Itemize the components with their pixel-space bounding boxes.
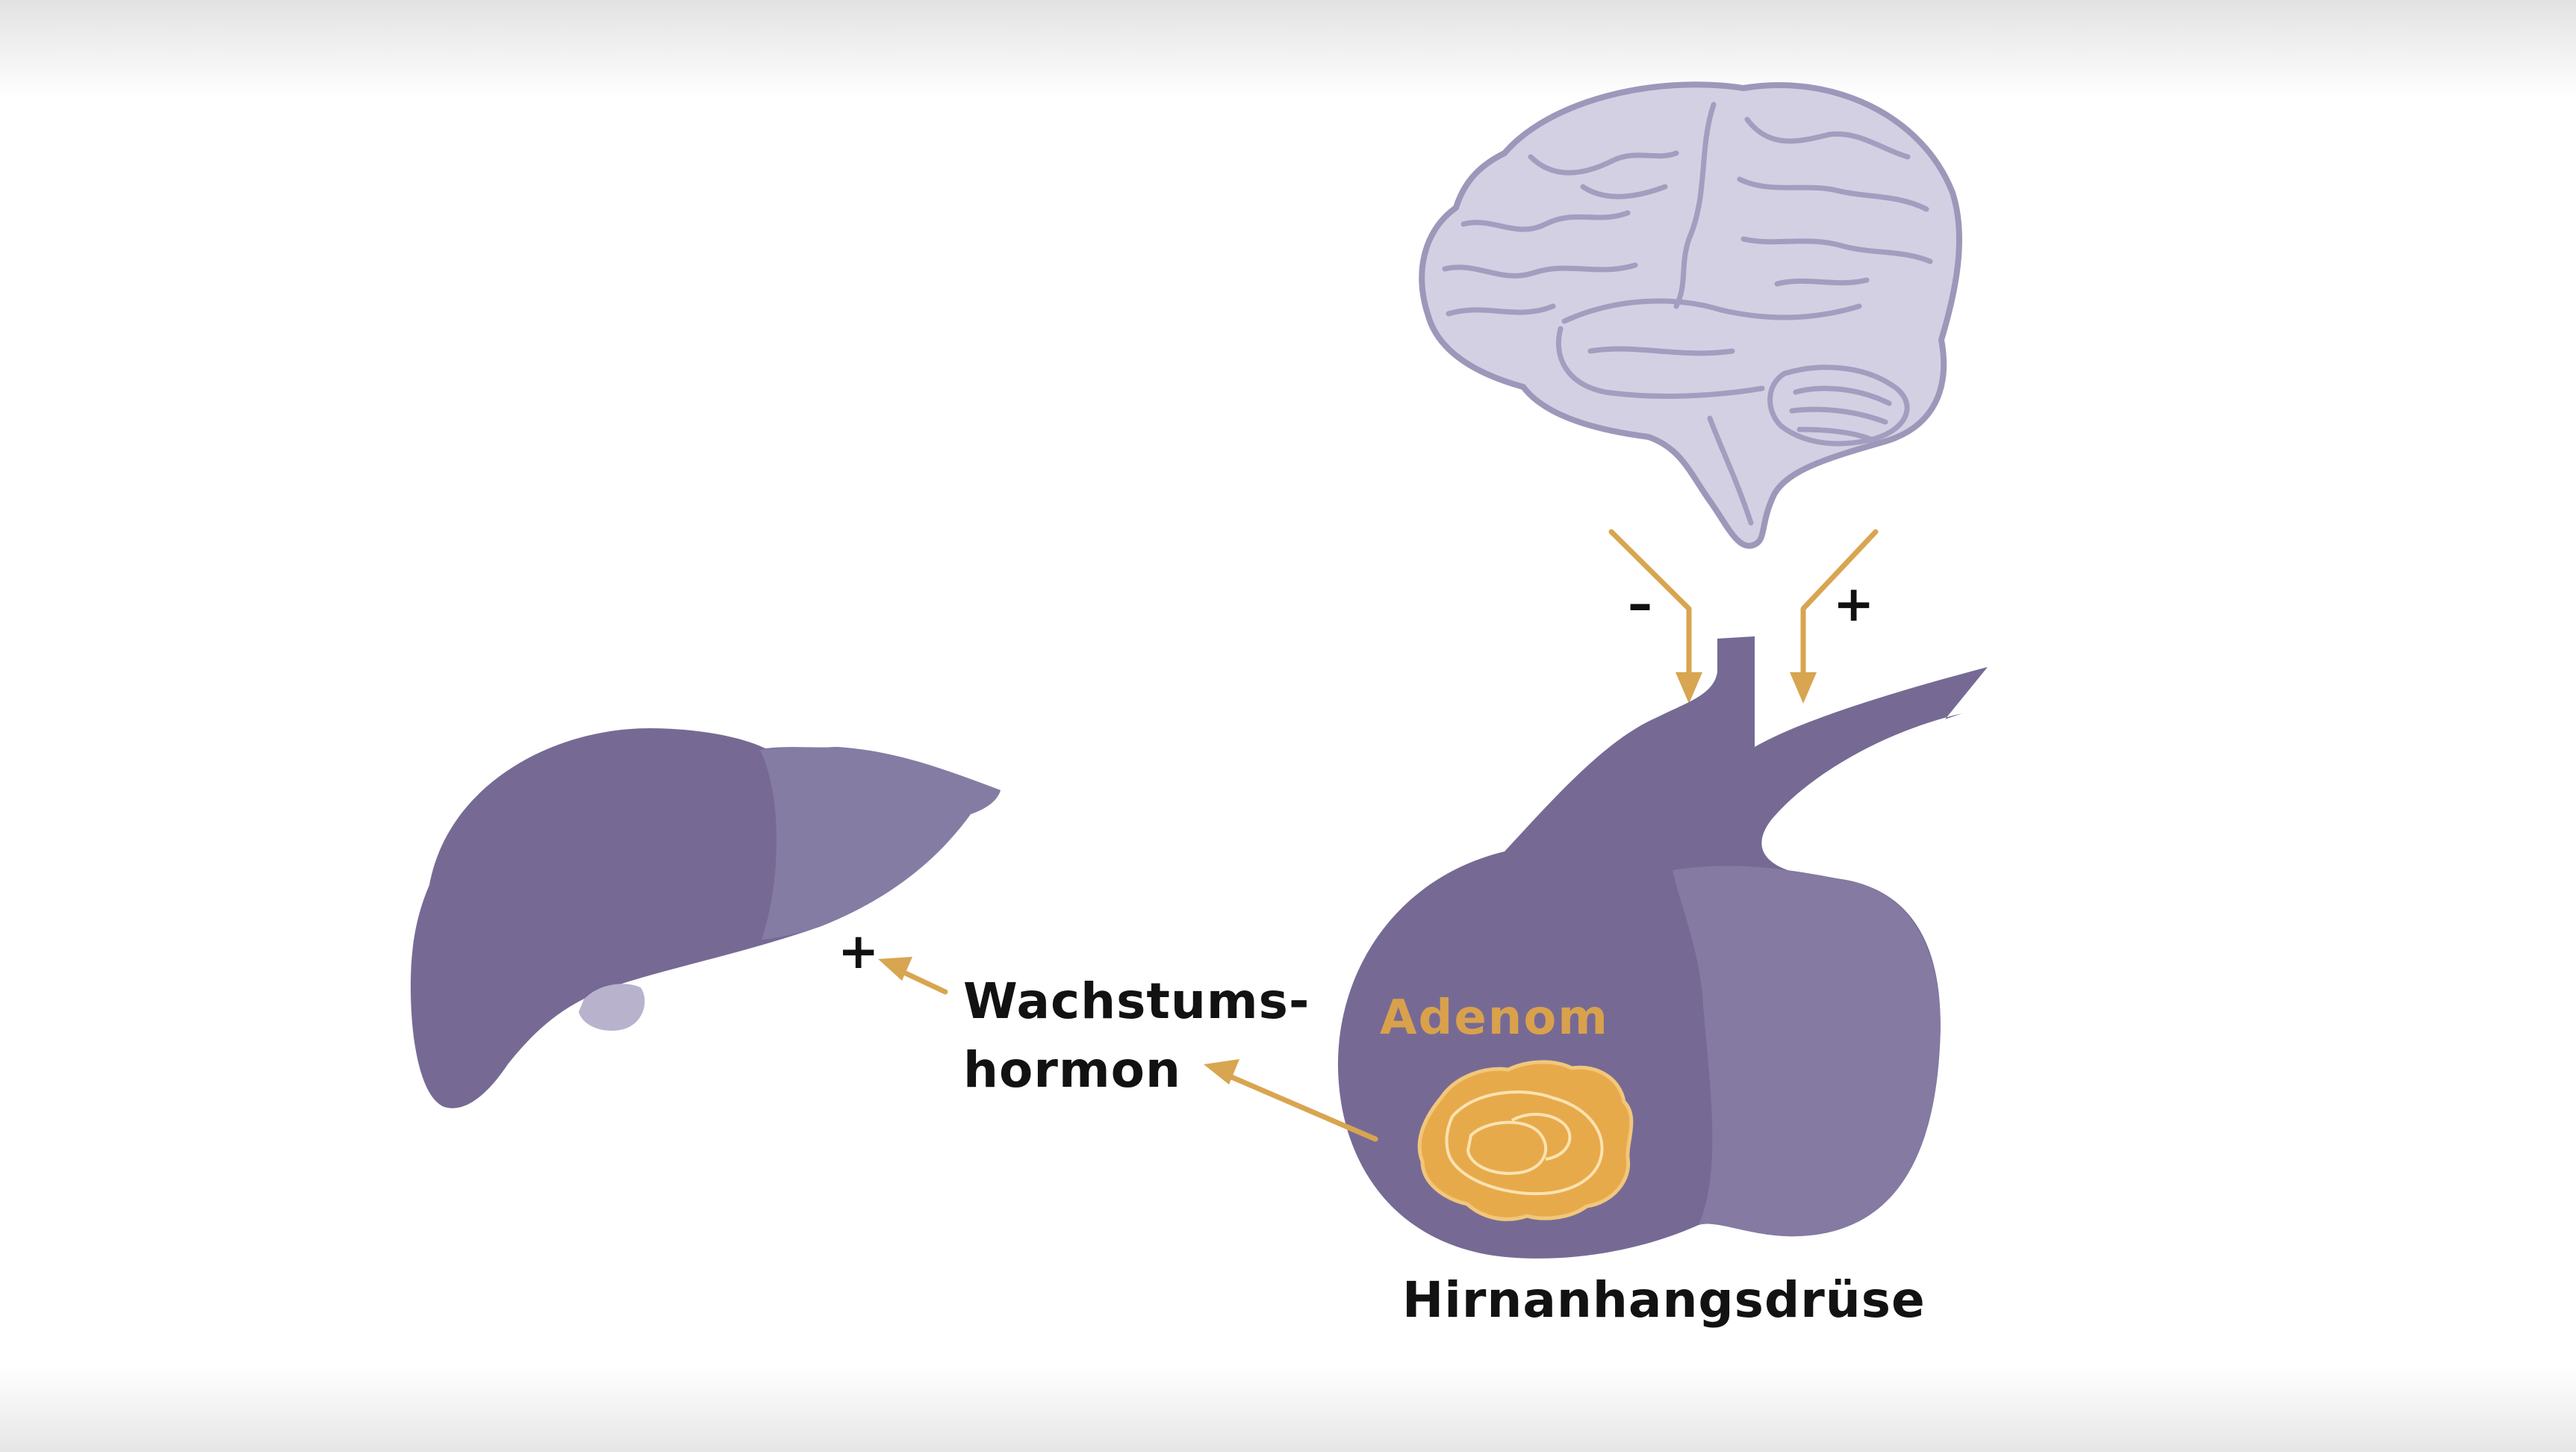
stimulate-arrow <box>1800 529 1879 699</box>
hypothalamic-arrows <box>1608 529 1879 699</box>
inhibition-sign: – <box>1628 575 1652 633</box>
gallbladder-icon <box>579 984 645 1031</box>
pituitary-label: Hirnanhangsdrüse <box>1402 1271 1926 1329</box>
inhibit-arrow <box>1608 529 1692 699</box>
adenoma-icon <box>1417 1060 1634 1221</box>
liver-stimulation-sign: + <box>838 922 880 980</box>
growth-hormone-line-1: Wachstums- <box>963 972 1310 1030</box>
stimulate-arrowhead <box>1790 672 1817 704</box>
stimulation-sign: + <box>1833 575 1875 633</box>
secretion-arrow <box>1204 1059 1378 1142</box>
brain-icon <box>1419 81 1962 549</box>
liver-arrow <box>878 957 948 995</box>
growth-hormone-line-2: hormon <box>963 1041 1181 1099</box>
adenoma-label: Adenom <box>1380 990 1609 1046</box>
adenoma-label-text: Adenom <box>1380 990 1609 1046</box>
liver-icon <box>411 728 1001 1108</box>
bottom-shade <box>0 1367 2576 1452</box>
growth-hormone-label: Wachstums- hormon <box>963 967 1310 1105</box>
top-shade <box>0 0 2576 97</box>
inhibit-arrowhead <box>1676 672 1702 704</box>
